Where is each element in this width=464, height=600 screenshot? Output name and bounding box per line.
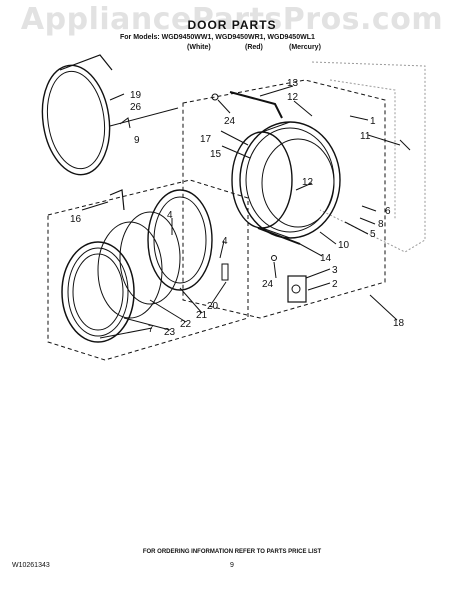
color-mercury: (Mercury) (289, 44, 321, 51)
callout-10: 10 (338, 240, 350, 251)
ordering-note: FOR ORDERING INFORMATION REFER TO PARTS … (142, 549, 322, 555)
callout-26: 26 (130, 102, 142, 113)
callout-23: 23 (164, 327, 176, 338)
watermark: AppliancePartsPros.com (20, 2, 444, 37)
color-red: (Red) (245, 44, 263, 51)
callout-22: 22 (180, 319, 192, 330)
callout-20: 20 (207, 301, 219, 312)
callout-17: 17 (200, 134, 212, 145)
models-line: For Models: WGD9450WW1, WGD9450WR1, WGD9… (120, 34, 315, 41)
document-id: W10261343 (12, 562, 50, 569)
page-title: DOOR PARTS (187, 18, 277, 32)
callout-4b: 4 (222, 236, 228, 247)
callout-15: 15 (210, 149, 222, 160)
callout-6: 6 (385, 206, 391, 217)
callout-12b: 12 (302, 177, 314, 188)
callout-1: 1 (370, 116, 376, 127)
callout-2: 2 (332, 279, 338, 290)
color-white: (White) (187, 44, 211, 51)
page-number: 9 (230, 562, 234, 569)
callout-14: 14 (320, 253, 332, 264)
callout-21: 21 (196, 310, 208, 321)
callout-24: 24 (224, 116, 236, 127)
callout-19: 19 (130, 90, 142, 101)
callout-18: 18 (393, 318, 405, 329)
callout-8: 8 (378, 219, 384, 230)
callout-9: 9 (134, 135, 140, 146)
callout-13: 13 (287, 78, 299, 89)
callout-11: 11 (360, 131, 371, 142)
callout-5: 5 (370, 229, 376, 240)
callout-16: 16 (70, 214, 82, 225)
callout-3: 3 (332, 265, 338, 276)
callout-12: 12 (287, 92, 299, 103)
callout-7: 7 (148, 324, 154, 335)
callout-4: 4 (167, 210, 173, 221)
callout-24b: 24 (262, 279, 274, 290)
